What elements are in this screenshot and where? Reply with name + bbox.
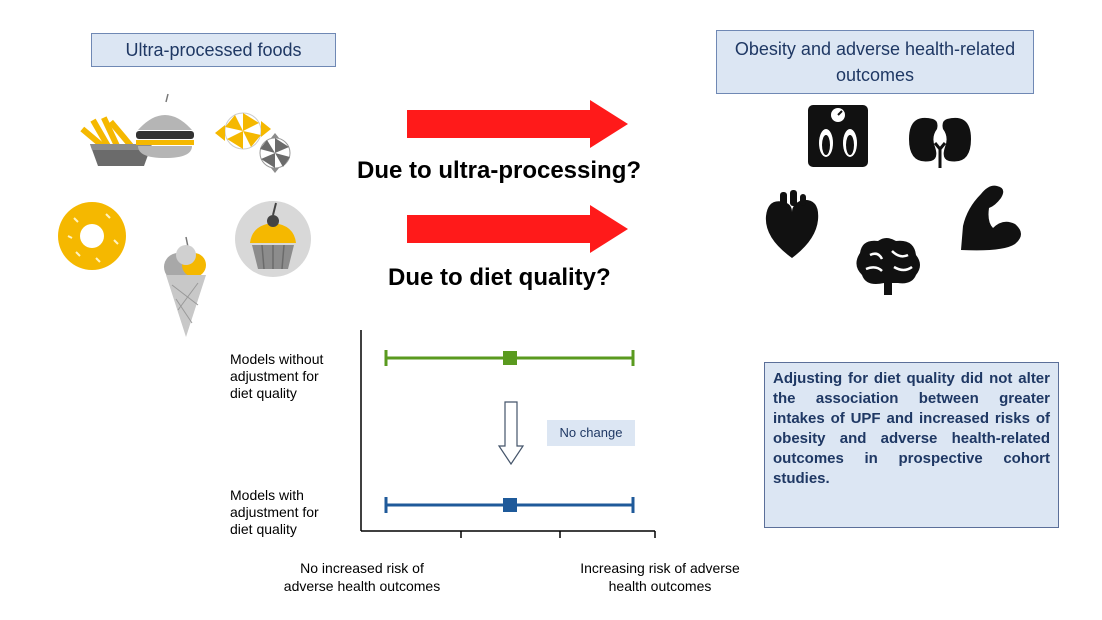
forest-plot [360,330,656,538]
burger-icon [136,93,194,158]
candy-icon [215,112,291,173]
summary-box: Adjusting for diet quality did not alter… [764,362,1059,528]
no-change-label: No change [547,420,635,446]
question-diet-quality: Due to diet quality? [388,264,611,291]
fries-icon [80,116,152,166]
row-label-with-adjustment: Models with adjustment for diet quality [230,487,319,537]
estimate-with-adjustment [384,497,635,513]
arrow-diet-quality [407,205,628,253]
donut-icon [58,202,126,270]
ultra-processed-foods-title: Ultra-processed foods [91,33,336,67]
no-change-arrow [497,401,525,466]
cupcake-icon [235,201,311,277]
brain-icon [856,238,920,295]
x-axis-right-label: Increasing risk of adverse health outcom… [580,560,740,594]
row-label-without-adjustment: Models without adjustment for diet quali… [230,351,324,401]
ice-cream-icon [164,236,206,337]
arrow-ultra-processing [407,100,628,148]
estimate-without-adjustment [384,350,635,366]
health-outcomes-title: Obesity and adverse health-related outco… [716,30,1034,94]
kidneys-icon [909,117,971,168]
heart-icon [765,190,819,258]
weighing-scale-icon [808,105,868,167]
question-ultra-processing: Due to ultra-processing? [357,157,642,184]
x-axis-left-label: No increased risk of adverse health outc… [283,560,441,594]
muscle-arm-icon [961,185,1021,251]
